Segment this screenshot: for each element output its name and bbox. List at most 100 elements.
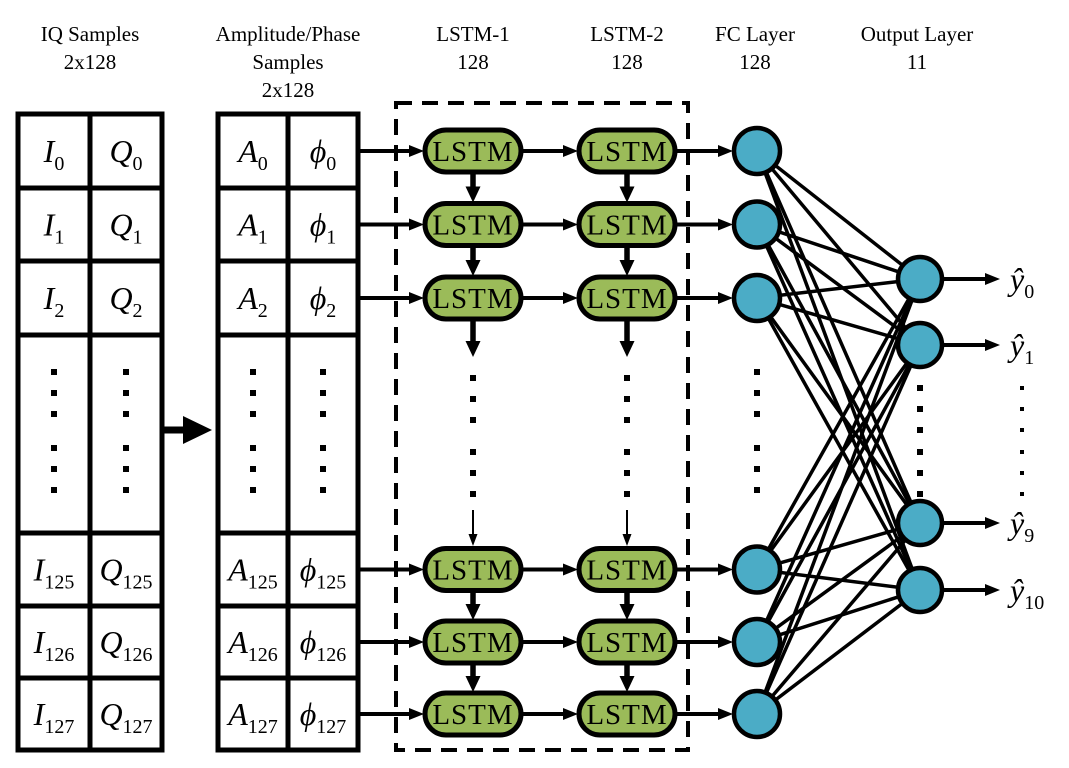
output-arrow-0 xyxy=(943,273,1000,285)
ellipsis-dot xyxy=(250,466,256,472)
lstm-block-layer1-row4: LSTM xyxy=(422,618,524,666)
amplitude-phase-table-cell-5-left: A127 xyxy=(226,696,278,738)
amplitude-phase-table-cell-2-right-base: ϕ xyxy=(310,280,327,316)
lstm2-recurrent-arrow-4-5 xyxy=(619,663,635,692)
lstm2-recurrent-arrow-0-1-head xyxy=(619,186,635,203)
fc-output-connections xyxy=(755,149,922,716)
lstm-block-shape xyxy=(576,201,678,248)
amplitude-phase-table-cell-0-right-base: ϕ xyxy=(310,133,327,169)
lstm-block-label: LSTM xyxy=(432,136,513,168)
iq-samples-table-cell-4-right-base: Q xyxy=(99,624,122,660)
lstm2-to-fc-arrow-row1-head xyxy=(718,218,733,231)
header-amplitude-phase-line1: Amplitude/Phase xyxy=(216,22,361,46)
lstm-block-label: LSTM xyxy=(586,627,667,659)
ap-to-lstm1-arrow-row5 xyxy=(359,708,424,720)
lstm2-recurrent-arrow-into-ellipsis-head xyxy=(619,341,635,357)
lstm1-recurrent-arrow-3-4-head xyxy=(465,604,481,620)
lstm1-column-ellipsis xyxy=(470,375,476,497)
amplitude-phase-table-cell-2-right: ϕ2 xyxy=(310,280,337,322)
header-amplitude-phase-line3: 2x128 xyxy=(262,78,315,102)
lstm1-recurrent-arrow-1-2-head xyxy=(465,260,481,276)
lstm1-to-lstm2-arrow-row4 xyxy=(522,636,578,648)
lstm-block-shape xyxy=(422,127,524,175)
lstm1-to-lstm2-arrow-row3 xyxy=(522,563,578,576)
lstm2-to-fc-arrow-row2-head xyxy=(718,292,733,304)
output-label-2-base: ŷ xyxy=(1007,505,1025,541)
iq-samples-table-cell-1-right-subscript: 1 xyxy=(133,227,143,249)
amplitude-phase-table-cell-5-left-base: A xyxy=(226,696,248,732)
iq-samples-table-cell-4-left-base: I xyxy=(33,624,46,660)
ellipsis-dot xyxy=(250,487,256,493)
ellipsis-dot xyxy=(624,417,630,423)
output-label-2-subscript: 9 xyxy=(1024,525,1034,547)
ap-to-lstm1-arrow-row5-head xyxy=(409,708,424,720)
fc-node-5 xyxy=(731,688,783,740)
ellipsis-dot xyxy=(51,487,57,493)
ellipsis-dot xyxy=(917,406,923,412)
lstm1-to-lstm2-arrow-row2 xyxy=(522,292,578,304)
amplitude-phase-table-cell-2-right-subscript: 2 xyxy=(326,300,336,322)
amplitude-phase-table-cell-0-right-subscript: 0 xyxy=(326,153,336,175)
output-node-2 xyxy=(895,498,945,548)
output-arrow-2-head xyxy=(985,517,1000,529)
amplitude-phase-table-cell-4-right-subscript: 126 xyxy=(316,644,346,666)
lstm1-to-lstm2-arrow-row0-head xyxy=(563,145,578,157)
lstm-block-label: LSTM xyxy=(432,699,513,731)
iq-samples-table-cell-5-left: I127 xyxy=(33,696,75,738)
header-amplitude-phase-line2: Samples xyxy=(252,50,323,74)
iq-samples-table-cell-5-right-subscript: 127 xyxy=(123,716,153,738)
lstm1-to-lstm2-arrow-row1 xyxy=(522,218,578,231)
iq-samples-table-cell-0-right: Q0 xyxy=(109,133,142,175)
lstm1-recurrent-arrow-into-ellipsis xyxy=(465,319,481,357)
lstm2-to-fc-arrow-row3 xyxy=(676,563,733,576)
ellipsis-dot xyxy=(123,466,129,472)
fc-output-connection xyxy=(755,150,922,524)
lstm-block-layer1-row5: LSTM xyxy=(422,690,524,738)
lstm2-to-fc-arrow-row5 xyxy=(676,708,733,720)
ap-to-lstm1-arrow-row1-head xyxy=(409,218,424,231)
ap-to-lstm1-arrow-row4 xyxy=(359,636,424,648)
ap-to-lstm1-arrow-row1 xyxy=(359,218,424,231)
lstm-block-label: LSTM xyxy=(432,283,513,315)
header-lstm1-line2: 128 xyxy=(457,50,489,74)
fc-output-connection xyxy=(755,521,922,716)
ellipsis-dot xyxy=(1020,471,1024,475)
output-label-0-base: ŷ xyxy=(1007,261,1025,297)
iq-samples-table-cell-2-left-subscript: 2 xyxy=(54,300,64,322)
lstm-block-layer2-row0: LSTM xyxy=(576,127,678,175)
iq-samples-table-cell-1-right: Q1 xyxy=(109,207,142,249)
lstm2-to-fc-arrow-row0 xyxy=(676,145,733,157)
lstm-block-label: LSTM xyxy=(586,210,667,242)
iq-samples-table-cell-3-right-subscript: 125 xyxy=(123,572,153,594)
amplitude-phase-table-cell-4-left: A126 xyxy=(226,624,278,666)
output-arrow-0-head xyxy=(985,273,1000,285)
lstm-block-layer2-row3: LSTM xyxy=(576,546,678,593)
amplitude-phase-table-cell-2-left-base: A xyxy=(236,280,258,316)
amplitude-phase-table-cell-5-right-base: ϕ xyxy=(300,696,317,732)
lstm-block-layer1-row0: LSTM xyxy=(422,127,524,175)
output-label-1-base: ŷ xyxy=(1007,327,1025,363)
lstm1-recurrent-arrow-0-1-head xyxy=(465,186,481,203)
header-iq-line1: IQ Samples xyxy=(41,22,140,46)
output-label-3-subscript: 10 xyxy=(1024,592,1044,614)
fc-output-connection xyxy=(756,222,921,281)
amplitude-phase-table-cell-0-left: A0 xyxy=(236,133,268,175)
ellipsis-dot xyxy=(250,390,256,396)
iq-table-left-ellipsis xyxy=(51,369,57,493)
amplitude-phase-table-cell-1-right-subscript: 1 xyxy=(326,227,336,249)
lstm2-recurrent-arrow-1-2 xyxy=(619,245,635,276)
output-arrow-1 xyxy=(943,339,1000,351)
output-node-1 xyxy=(895,320,945,370)
fc-node-1 xyxy=(731,199,783,250)
ellipsis-dot xyxy=(754,487,760,493)
output-label-ellipsis xyxy=(1020,386,1024,496)
iq-samples-table-cell-4-right-subscript: 126 xyxy=(123,644,153,666)
ellipsis-dot xyxy=(754,466,760,472)
lstm2-recurrent-arrow-3-4-head xyxy=(619,604,635,620)
lstm1-recurrent-arrow-0-1 xyxy=(465,172,481,203)
lstm-block-label: LSTM xyxy=(586,283,667,315)
lstm-block-shape xyxy=(422,618,524,666)
